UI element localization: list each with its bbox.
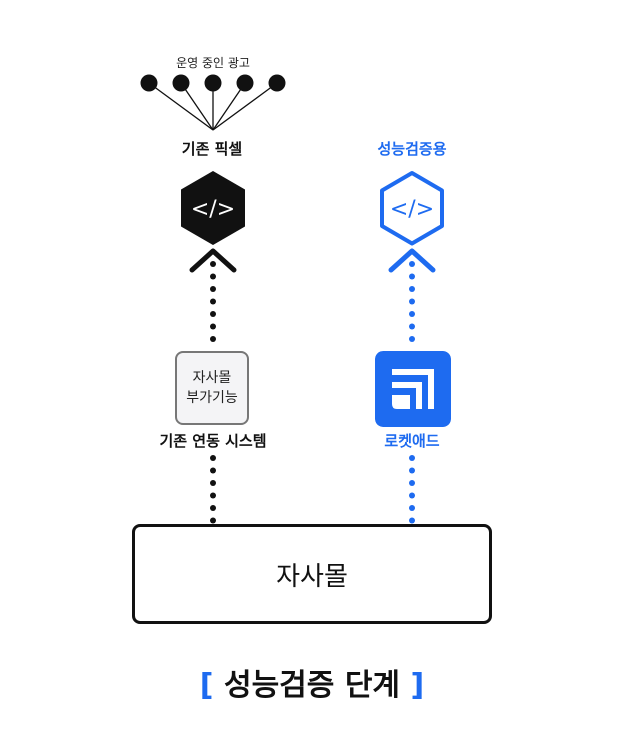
connector-dot (210, 273, 216, 280)
addon-line-2: 부가기능 (186, 390, 238, 406)
connector-dot (409, 517, 415, 524)
ad-source-dot (204, 74, 222, 92)
open-bracket: [ (199, 668, 214, 703)
dotted-connector-right-upper (409, 261, 415, 342)
stage-title: [ 성능검증 단계 ] (0, 660, 624, 704)
ad-source-link (212, 82, 278, 131)
connector-dot (409, 311, 415, 317)
connector-dot (409, 323, 415, 330)
legacy-system-label: 기존 연동 시스템 (159, 432, 267, 450)
connector-dot (210, 455, 216, 461)
perf-pixel-label: 성능검증용 (377, 140, 447, 158)
ad-source-link (212, 82, 246, 131)
dotted-connector-left-lower (210, 455, 216, 524)
own-mall-box: 자사몰 (132, 524, 492, 624)
connector-dot (210, 311, 216, 317)
connector-dot (409, 480, 415, 486)
connector-dot (210, 492, 216, 499)
connector-dot (210, 505, 216, 511)
connector-dot (409, 336, 415, 342)
close-bracket: ] (410, 668, 425, 703)
ad-sources-label: 운영 중인 광고 (176, 56, 250, 70)
ad-source-dot (140, 74, 158, 92)
connector-dot (210, 467, 216, 474)
rocketad-label: 로켓애드 (384, 432, 440, 450)
connector-dot (409, 455, 415, 461)
own-mall-label: 자사몰 (276, 561, 348, 592)
rocketad-logo-icon (375, 351, 451, 427)
connector-dot (210, 286, 216, 292)
connector-dot (409, 286, 415, 292)
connector-dot (409, 505, 415, 511)
connector-dot (210, 261, 216, 267)
connector-dot (210, 298, 216, 305)
connector-dot (210, 517, 216, 524)
ad-source-link (180, 82, 214, 131)
ad-source-dot (236, 74, 254, 92)
dotted-connector-left-upper (210, 261, 216, 342)
connector-dot (409, 467, 415, 474)
svg-text:</>: </> (390, 197, 434, 222)
svg-text:</>: </> (191, 197, 235, 222)
mall-addon-box: 자사몰 부가기능 (175, 351, 249, 425)
addon-line-1: 자사몰 (192, 370, 232, 386)
code-hexagon-outline-icon: </> (380, 171, 444, 246)
ad-source-dot (172, 74, 190, 92)
stage-title-text: 성능검증 단계 (223, 668, 401, 703)
connector-dot (210, 336, 216, 342)
connector-dot (409, 298, 415, 305)
dotted-connector-right-lower (409, 455, 415, 524)
code-hexagon-filled-icon: </> (181, 171, 245, 245)
connector-dot (409, 273, 415, 280)
connector-dot (409, 492, 415, 499)
connector-dot (210, 323, 216, 330)
ad-source-fan (140, 74, 286, 131)
ad-source-dot (268, 74, 286, 92)
ad-source-link (148, 82, 214, 131)
connector-dot (409, 261, 415, 267)
legacy-pixel-label: 기존 픽셀 (181, 140, 243, 158)
chevron-up-icon (388, 248, 436, 273)
connector-dot (210, 480, 216, 486)
chevron-up-icon (189, 248, 237, 273)
